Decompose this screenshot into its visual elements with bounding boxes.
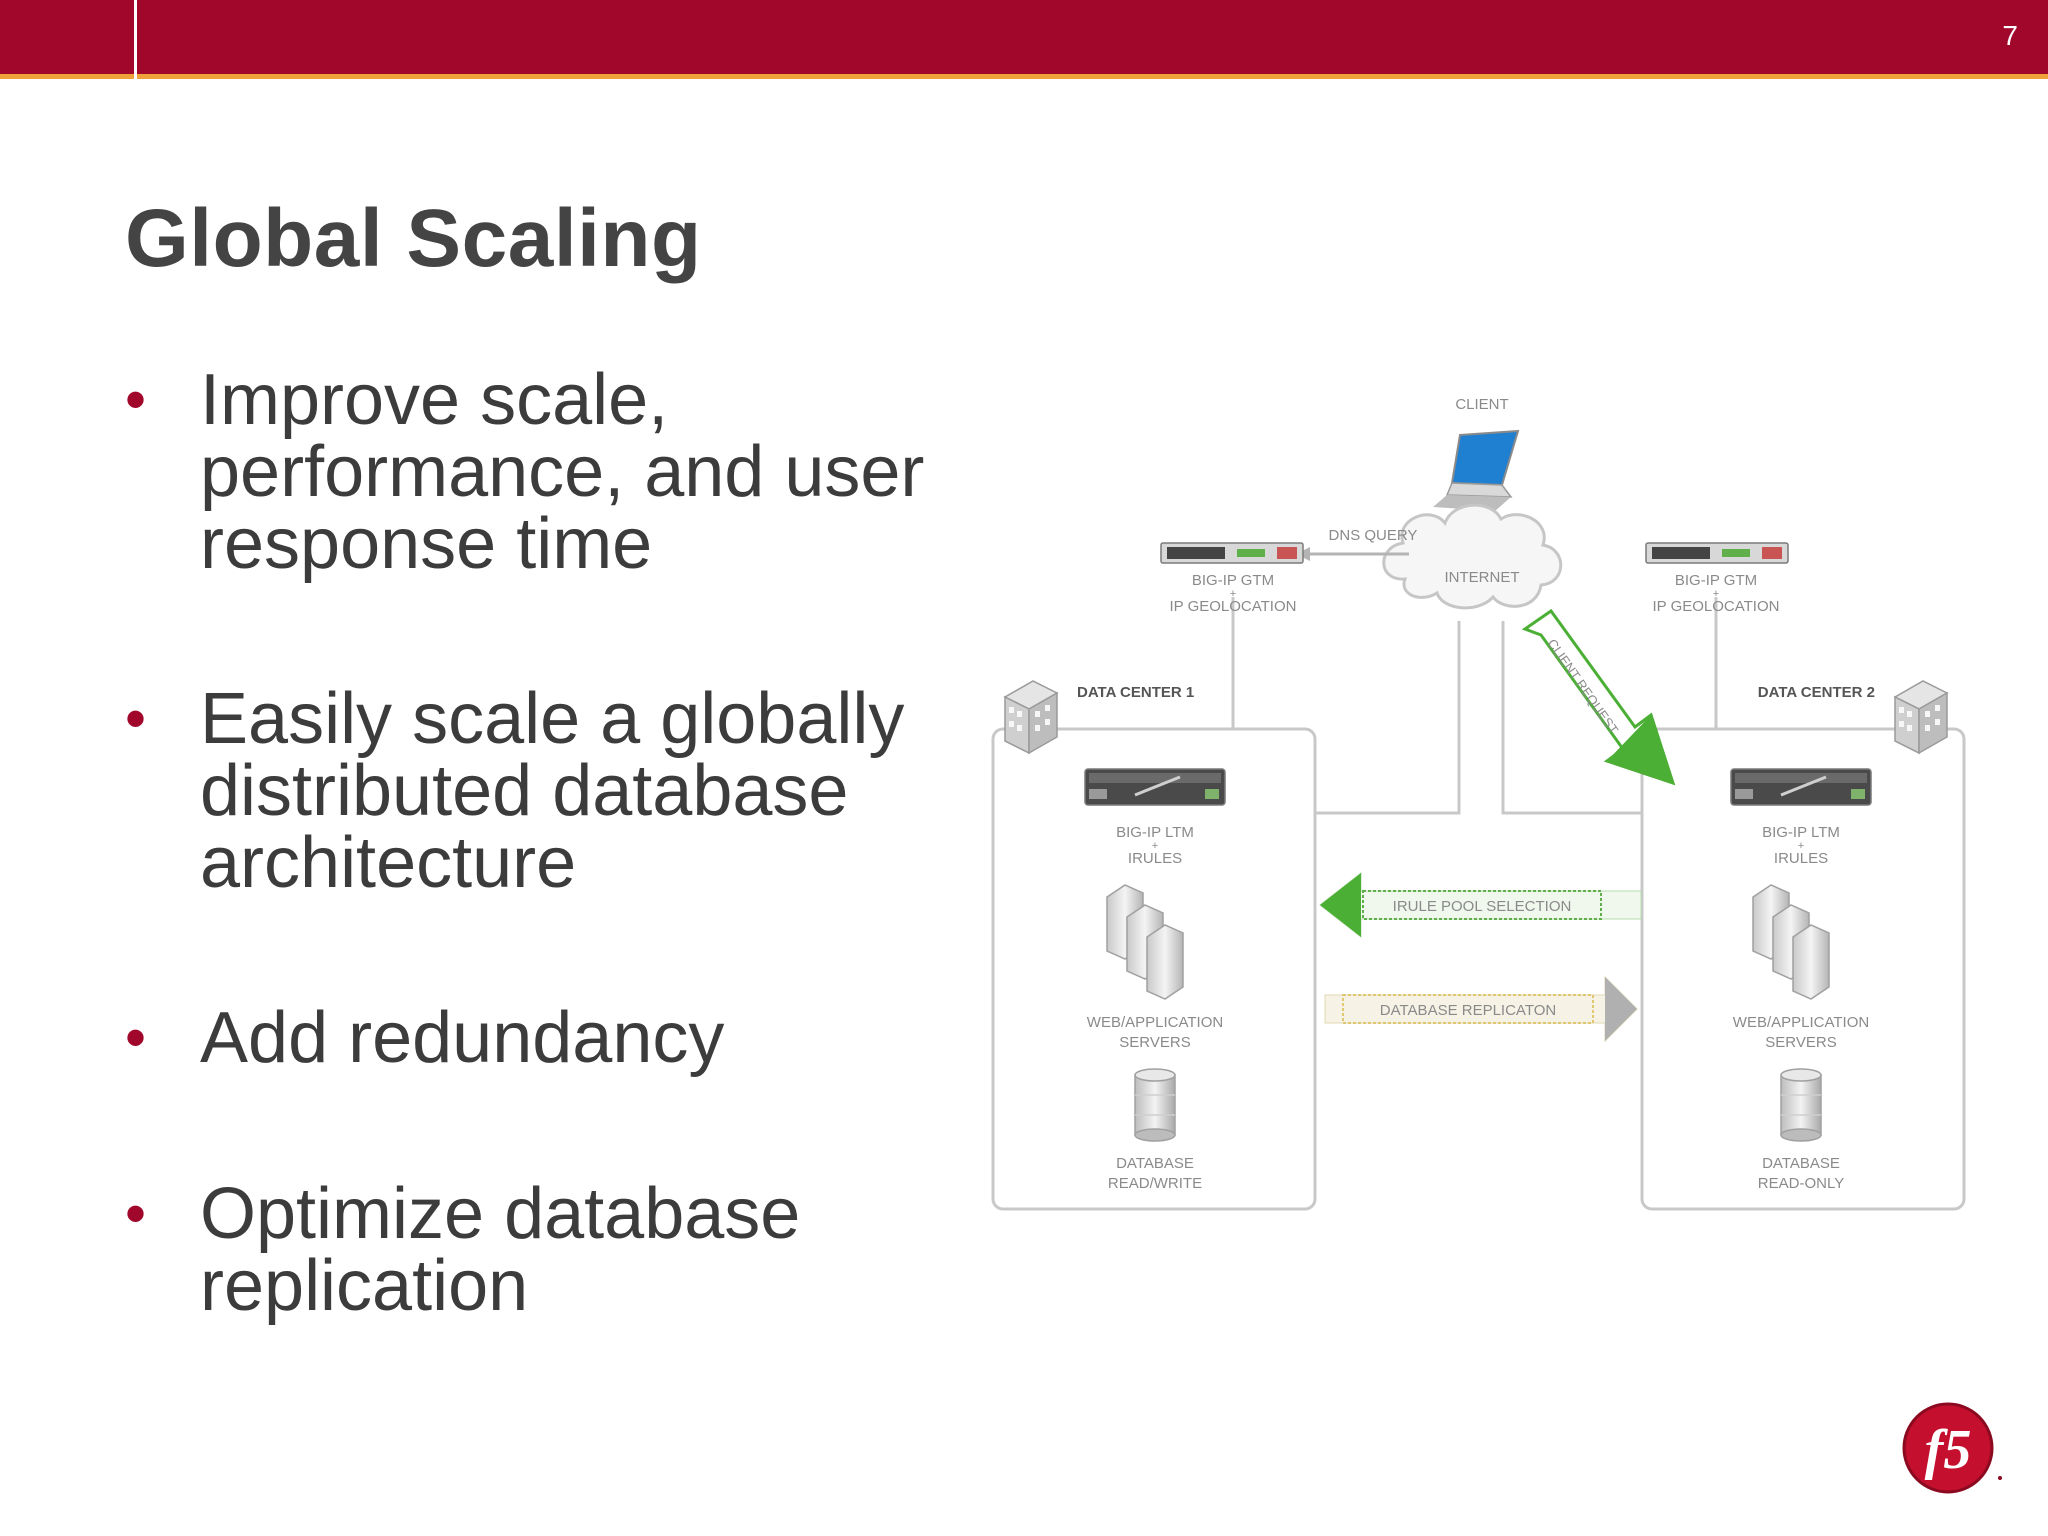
bullet-item: • Improve scale, performance, and user r…: [125, 364, 985, 580]
data-center-1-box: [991, 727, 1317, 1211]
bullet-line: distributed database: [200, 751, 849, 831]
bullet-dot: •: [125, 366, 147, 433]
bullet-item: • Optimize database replication: [125, 1178, 985, 1322]
connector-lines: [1231, 597, 1718, 815]
building-icon-right: [1893, 680, 1949, 755]
bullet-line: Improve scale,: [200, 360, 669, 440]
gtm-right-line1: BIG-IP GTM: [1675, 572, 1757, 589]
f5-logo-svg: f5: [1902, 1402, 2002, 1494]
slide-title: Global Scaling: [125, 193, 702, 284]
web-servers-icon-left: [1106, 884, 1184, 1000]
bullet-text: Add redundancy: [200, 1002, 1060, 1074]
f5-logo-icon: f5: [1900, 1398, 2010, 1503]
servers-left-line2: SERVERS: [1119, 1034, 1190, 1051]
internet-cloud-icon: [1382, 503, 1563, 610]
bullet-line: architecture: [200, 823, 577, 903]
database-icon-right: [1780, 1068, 1822, 1142]
f5-logo-registered: [1998, 1476, 2002, 1480]
ltm-left-line3: IRULES: [1128, 850, 1182, 867]
data-center-2-label: DATA CENTER 2: [1758, 684, 1875, 701]
global-scaling-diagram: CLIENT INTERNET DNS QUERY BIG-IP GTM + I…: [985, 385, 1975, 1230]
gtm-left-line3: IP GEOLOCATION: [1170, 598, 1297, 615]
ltm-left-line1: BIG-IP LTM: [1116, 824, 1194, 841]
bullet-dot: •: [125, 1180, 147, 1247]
bullet-line: replication: [200, 1246, 529, 1326]
gtm-right-line3: IP GEOLOCATION: [1653, 598, 1780, 615]
f5-logo-circle: [1902, 1402, 1994, 1494]
gtm-device-left: [1160, 542, 1304, 564]
bullet-dot: •: [125, 1004, 147, 1071]
ltm-device-left: [1084, 768, 1226, 806]
diagram-svg: CLIENT INTERNET DNS QUERY BIG-IP GTM + I…: [991, 396, 1966, 1211]
web-servers-icon-right: [1752, 884, 1830, 1000]
bullet-line: performance, and user: [200, 432, 925, 512]
database-replication-arrow: [1324, 975, 1638, 1043]
header-divider: [134, 0, 137, 93]
f5-logo-text: f5: [1925, 1419, 1972, 1481]
bullet-item: • Add redundancy: [125, 1002, 985, 1074]
bullet-text: Improve scale, performance, and user res…: [200, 364, 1060, 580]
ltm-right-line1: BIG-IP LTM: [1762, 824, 1840, 841]
gtm-left-line1: BIG-IP GTM: [1192, 572, 1274, 589]
db-right-line1: DATABASE: [1762, 1155, 1840, 1172]
bullet-text: Easily scale a globally distributed data…: [200, 683, 1060, 899]
page-number: 7: [2002, 20, 2018, 51]
dns-query-label: DNS QUERY: [1329, 527, 1418, 544]
client-label: CLIENT: [1455, 396, 1508, 413]
ltm-right-line3: IRULES: [1774, 850, 1828, 867]
header-accent-line: [0, 74, 2048, 79]
ltm-right-line2: +: [1798, 840, 1804, 852]
ltm-left-line2: +: [1152, 840, 1158, 852]
irule-pool-selection-arrow: [1319, 871, 1642, 939]
gtm-right-line2: +: [1713, 588, 1719, 600]
bullet-line: Optimize database: [200, 1174, 801, 1254]
gtm-left-line2: +: [1230, 588, 1236, 600]
client-request-label: CLIENT REQUEST: [1545, 636, 1622, 737]
ltm-device-right: [1730, 768, 1872, 806]
servers-right-line1: WEB/APPLICATION: [1733, 1014, 1869, 1031]
laptop-icon: [1433, 429, 1520, 511]
servers-left-line1: WEB/APPLICATION: [1087, 1014, 1223, 1031]
data-center-1-label: DATA CENTER 1: [1077, 684, 1194, 701]
bullet-dot: •: [125, 685, 147, 752]
gtm-device-right: [1645, 542, 1789, 564]
database-icon-left: [1134, 1068, 1176, 1142]
db-right-line2: READ-ONLY: [1758, 1175, 1844, 1192]
bullet-line: response time: [200, 504, 653, 584]
db-left-line2: READ/WRITE: [1108, 1175, 1202, 1192]
bullet-text: Optimize database replication: [200, 1178, 1060, 1322]
data-center-2-box: [1640, 727, 1966, 1211]
client-request-arrow: [1521, 608, 1676, 786]
servers-right-line2: SERVERS: [1765, 1034, 1836, 1051]
bullet-line: Add redundancy: [200, 998, 725, 1078]
bullet-line: Easily scale a globally: [200, 679, 905, 759]
irule-pool-selection-label: IRULE POOL SELECTION: [1393, 898, 1572, 915]
bullet-item: • Easily scale a globally distributed da…: [125, 683, 985, 899]
db-left-line1: DATABASE: [1116, 1155, 1194, 1172]
building-icon-left: [1003, 680, 1059, 755]
header-bar: [0, 0, 2048, 74]
internet-label: INTERNET: [1445, 569, 1520, 586]
database-replication-label: DATABASE REPLICATON: [1380, 1002, 1556, 1019]
